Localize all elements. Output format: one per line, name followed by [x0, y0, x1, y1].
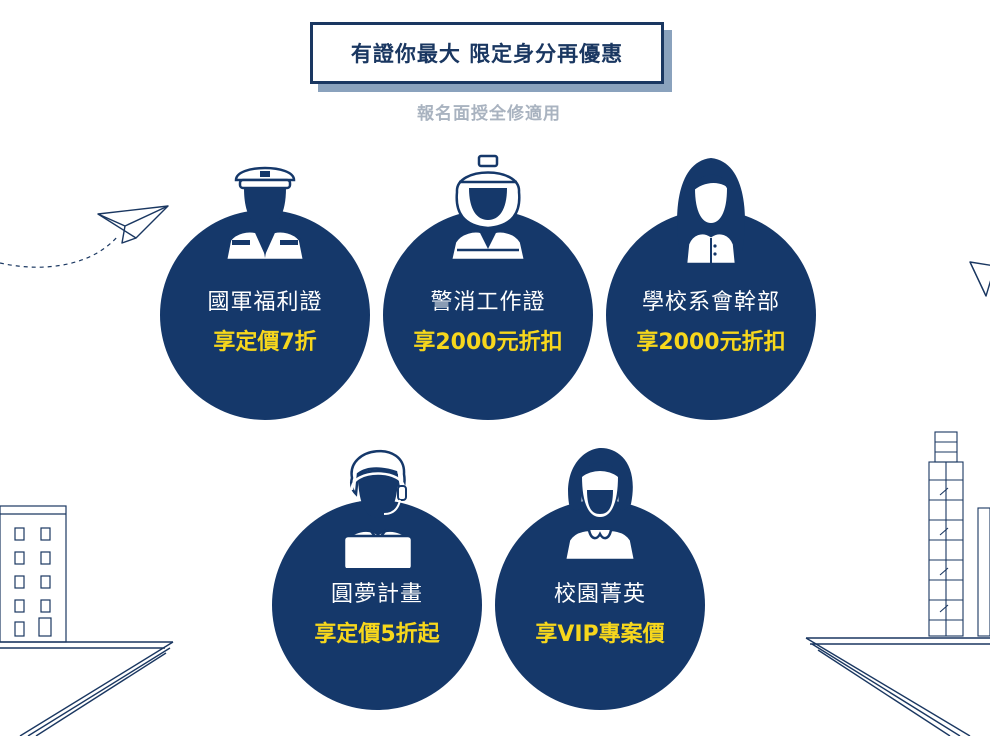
card-name: 圓夢計畫	[330, 582, 423, 607]
card-dream-plan: 圓夢計畫 享定價5折起	[272, 450, 482, 710]
right-platform-illustration	[805, 637, 990, 736]
flight-path-decoration	[0, 235, 119, 268]
card-name: 國軍福利證	[207, 290, 323, 315]
card-offer: 享2000元折扣	[413, 330, 563, 355]
card-military: 國軍福利證 享定價7折	[160, 166, 370, 420]
card-name: 學校系會幹部	[641, 290, 780, 315]
page-subtitle: 報名面授全修適用	[417, 104, 561, 124]
card-campus-elite: 校園菁英 享VIP專案價	[495, 448, 705, 710]
left-building-illustration	[0, 505, 67, 643]
student-woman-icon	[677, 158, 745, 264]
paper-plane-right-icon	[969, 261, 990, 297]
card-police-fire: 警消工作證 享2000元折扣	[383, 154, 593, 420]
card-offer: 享定價5折起	[314, 622, 440, 647]
card-name: 校園菁英	[553, 582, 646, 607]
firefighter-icon	[449, 154, 527, 260]
card-name: 警消工作證	[430, 290, 546, 315]
left-platform-illustration	[0, 641, 174, 736]
page-title: 有證你最大 限定身分再優惠	[310, 22, 664, 84]
card-offer: 享VIP專案價	[535, 622, 665, 647]
right-building-illustration	[928, 431, 990, 637]
short-hair-woman-icon	[563, 448, 637, 560]
soldier-icon	[224, 166, 306, 260]
card-offer: 享定價7折	[213, 330, 317, 355]
card-student: 學校系會幹部 享2000元折扣	[606, 158, 816, 420]
card-offer: 享2000元折扣	[636, 330, 786, 355]
paper-plane-icon	[97, 205, 169, 244]
headset-worker-icon	[340, 450, 416, 568]
